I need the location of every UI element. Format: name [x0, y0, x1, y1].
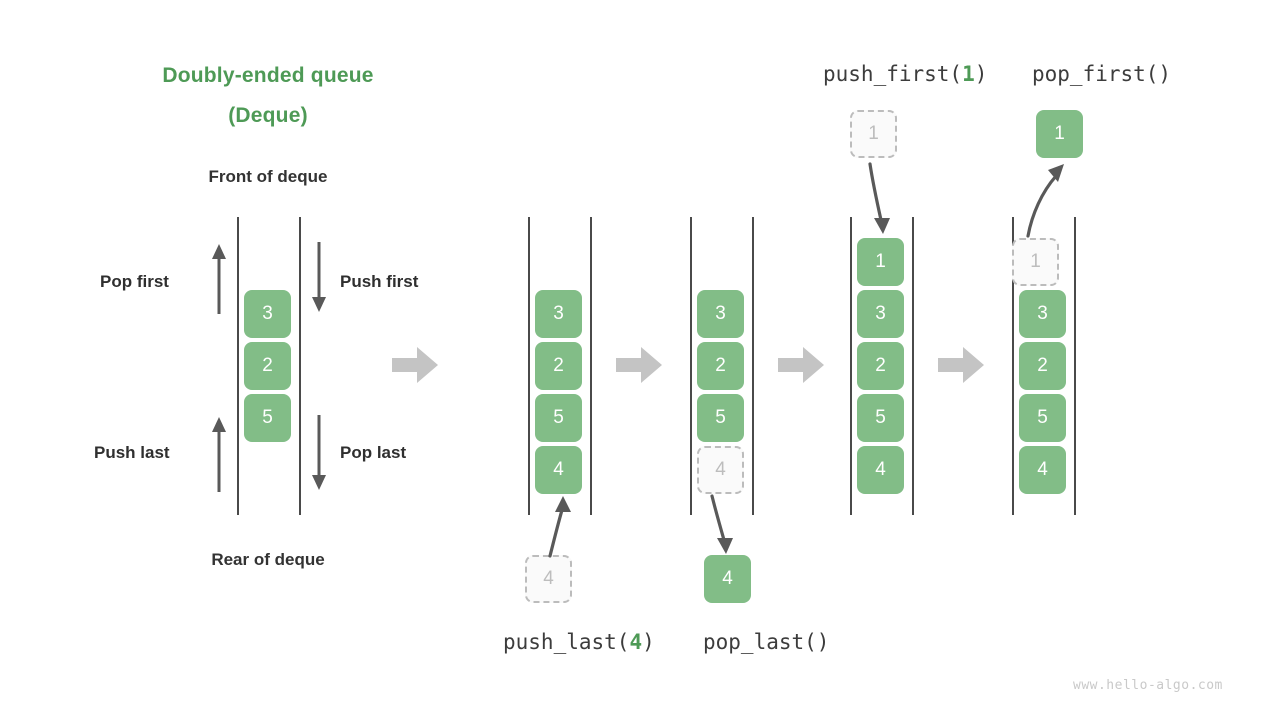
watermark: www.hello-algo.com — [1073, 678, 1223, 693]
deque-rail-right — [752, 217, 754, 515]
pop-last-caption: pop_last() — [703, 628, 829, 656]
incoming-element-ghost: 4 — [525, 555, 572, 603]
deque-rail-left — [1012, 217, 1014, 515]
diagram-title-line1: Doubly-ended queue — [162, 64, 374, 87]
deque-rail-right — [299, 217, 301, 515]
deque-box: 3 — [244, 290, 291, 338]
deque-box: 3 — [535, 290, 582, 338]
deque-rail-right — [912, 217, 914, 515]
push-last-arrow-icon — [212, 417, 226, 492]
deque-rail-right — [1074, 217, 1076, 515]
push-last-caption-name: push_last( — [503, 630, 630, 654]
deque-box: 5 — [857, 394, 904, 442]
push-first-caption-name: push_first( — [823, 62, 963, 86]
rear-of-deque-label: Rear of deque — [211, 550, 325, 569]
deque-box: 1 — [857, 238, 904, 286]
deque-box: 2 — [857, 342, 904, 390]
transition-arrow-icon — [938, 347, 984, 383]
push-first-arrow-icon — [312, 242, 326, 312]
removed-element-ghost: 4 — [697, 446, 744, 494]
removed-element-ghost: 1 — [1012, 238, 1059, 286]
deque-rail-left — [850, 217, 852, 515]
push-first-caption-arg: 1 — [962, 62, 975, 86]
transition-arrow-icon — [392, 347, 438, 383]
deque-box: 5 — [244, 394, 291, 442]
deque-box: 3 — [697, 290, 744, 338]
pop-first-motion-arrow-icon — [1026, 164, 1064, 238]
popped-element: 1 — [1036, 110, 1083, 158]
deque-rail-left — [528, 217, 530, 515]
diagram-title-line2: (Deque) — [228, 104, 308, 127]
push-first-label: Push first — [340, 272, 419, 291]
push-last-motion-arrow-icon — [548, 496, 571, 558]
deque-box: 4 — [535, 446, 582, 494]
deque-box: 4 — [1019, 446, 1066, 494]
deque-rail-left — [690, 217, 692, 515]
push-last-caption: push_last(4) — [503, 628, 655, 656]
deque-box: 2 — [1019, 342, 1066, 390]
deque-box: 3 — [857, 290, 904, 338]
push-last-caption-close: ) — [642, 630, 655, 654]
transition-arrow-icon — [778, 347, 824, 383]
push-first-caption: push_first(1) — [823, 60, 987, 88]
deque-box: 5 — [1019, 394, 1066, 442]
pop-last-label: Pop last — [340, 443, 407, 462]
push-last-label: Push last — [94, 443, 170, 462]
incoming-element-ghost: 1 — [850, 110, 897, 158]
pop-first-caption-name: pop_first() — [1032, 62, 1172, 86]
popped-element: 4 — [704, 555, 751, 603]
front-of-deque-label: Front of deque — [208, 167, 328, 186]
panel-initial: 3 2 5 Pop first Push first Push last Pop… — [0, 0, 470, 720]
pop-last-arrow-icon — [312, 415, 326, 490]
push-last-caption-arg: 4 — [629, 630, 643, 654]
pop-first-arrow-icon — [212, 244, 226, 314]
pop-first-caption: pop_first() — [1032, 60, 1171, 88]
deque-rail-left — [237, 217, 239, 515]
pop-first-label: Pop first — [100, 272, 169, 291]
push-first-caption-close: ) — [974, 62, 988, 86]
deque-box: 4 — [857, 446, 904, 494]
deque-box: 2 — [535, 342, 582, 390]
pop-last-motion-arrow-icon — [710, 494, 733, 554]
deque-box: 3 — [1019, 290, 1066, 338]
pop-last-caption-name: pop_last() — [703, 630, 830, 654]
deque-box: 2 — [244, 342, 291, 390]
push-first-motion-arrow-icon — [868, 162, 890, 234]
transition-arrow-icon — [616, 347, 662, 383]
deque-box: 5 — [535, 394, 582, 442]
deque-rail-right — [590, 217, 592, 515]
deque-box: 2 — [697, 342, 744, 390]
deque-box: 5 — [697, 394, 744, 442]
